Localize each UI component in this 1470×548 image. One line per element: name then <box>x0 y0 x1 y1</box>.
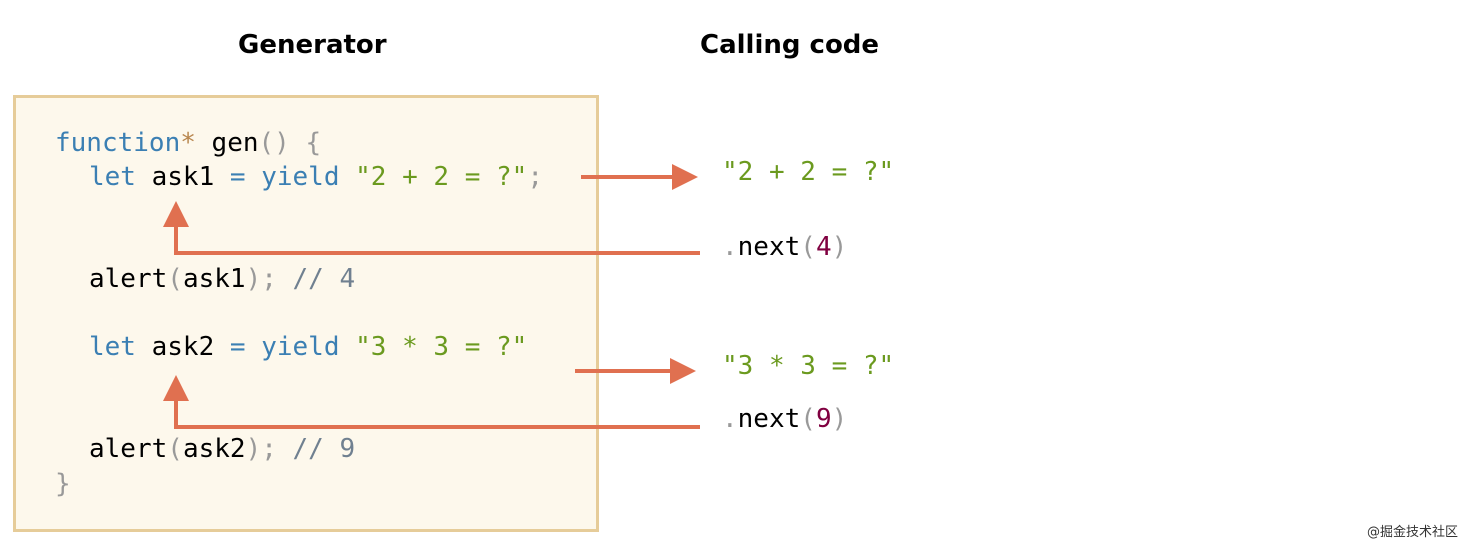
next-call-1: .next(4) <box>722 232 848 262</box>
code-line-alert-ask1: alert(ask1); // 4 <box>89 264 356 294</box>
next-arrow-2 <box>163 375 700 429</box>
code-line-yield-ask1: let ask1 = yield "2 + 2 = ?"; <box>89 162 543 192</box>
generator-heading: Generator <box>238 30 387 60</box>
code-line-alert-ask2: alert(ask2); // 9 <box>89 434 356 464</box>
code-line-function-decl: function* gen() { <box>55 128 322 158</box>
next-call-2: .next(9) <box>722 404 848 434</box>
yield-arrow-1 <box>581 164 698 190</box>
yielded-value-2: "3 * 3 = ?" <box>722 351 895 381</box>
yield-arrow-2 <box>575 358 696 384</box>
calling-code-heading: Calling code <box>700 30 880 60</box>
yielded-value-1: "2 + 2 = ?" <box>722 157 895 187</box>
code-line-closing-brace: } <box>55 469 71 499</box>
watermark: @掘金技术社区 <box>1366 525 1458 540</box>
next-arrow-1 <box>163 201 700 255</box>
code-line-yield-ask2: let ask2 = yield "3 * 3 = ?" <box>89 332 528 362</box>
generator-code-box <box>13 95 599 532</box>
